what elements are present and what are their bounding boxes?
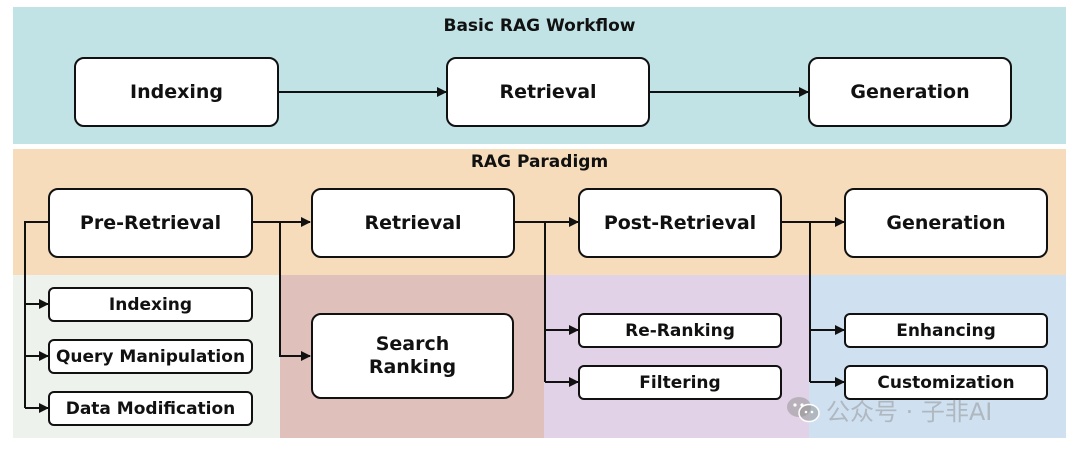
retrieval-branch	[279, 222, 311, 361]
pre-item-indexing: Indexing	[48, 287, 253, 322]
stage-pre-retrieval-box: Pre-Retrieval	[48, 188, 253, 258]
gen-item-enhancing: Enhancing	[844, 313, 1048, 348]
stage-post-retrieval-box: Post-Retrieval	[578, 188, 782, 258]
post-retrieval-area	[544, 275, 809, 438]
basic-retrieval-box: Retrieval	[446, 57, 650, 127]
generation-area	[809, 275, 1066, 438]
watermark: 公众号 · 子非AI	[786, 392, 992, 427]
paradigm-title: RAG Paradigm	[470, 152, 609, 172]
search-ranking-label: Search Ranking	[368, 333, 457, 378]
post-item-re-ranking: Re-Ranking	[578, 313, 782, 348]
stage-generation-box: Generation	[844, 188, 1048, 258]
pre-branch-trunk	[24, 221, 48, 408]
retrieval-item-search-ranking: Search Ranking	[311, 313, 514, 399]
gen-item-customization: Customization	[844, 365, 1048, 400]
pre-item-query-manipulation: Query Manipulation	[48, 339, 253, 374]
pre-item-data-modification: Data Modification	[48, 391, 253, 426]
stage-retrieval-box: Retrieval	[311, 188, 515, 258]
watermark-text: 公众号 · 子非AI	[826, 398, 993, 426]
basic-indexing-box: Indexing	[74, 57, 279, 127]
post-item-filtering: Filtering	[578, 365, 782, 400]
wechat-icon	[787, 396, 820, 422]
basic-workflow-title: Basic RAG Workflow	[443, 16, 636, 36]
basic-generation-box: Generation	[808, 57, 1012, 127]
